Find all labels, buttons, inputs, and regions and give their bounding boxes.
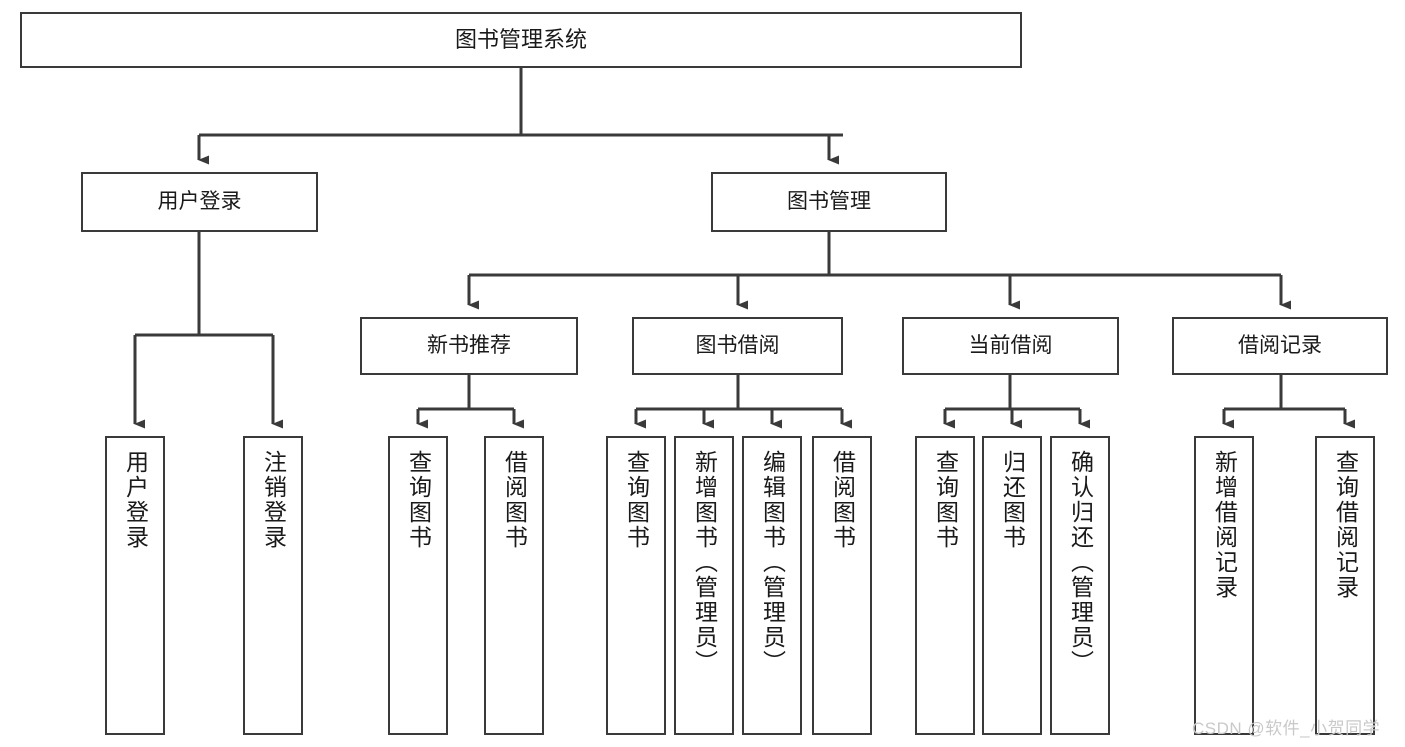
node-label: 借阅记录 [1238, 333, 1322, 357]
leaf-borrow-query-book[interactable]: 查询图书 [606, 436, 666, 735]
node-label: 注销登录 [260, 450, 287, 550]
node-label: 新增图书（管理员） [691, 450, 718, 675]
node-label: 图书借阅 [695, 333, 780, 357]
node-label: 查询图书 [623, 450, 650, 550]
leaf-record-query-record[interactable]: 查询借阅记录 [1315, 436, 1375, 735]
node-label: 借阅图书 [501, 450, 528, 550]
node-label: 查询图书 [932, 450, 959, 550]
leaf-recommend-borrow-book[interactable]: 借阅图书 [484, 436, 544, 735]
node-label: 新增借阅记录 [1211, 450, 1238, 600]
node-new-book-recommend[interactable]: 新书推荐 [360, 317, 578, 375]
node-label: 新书推荐 [427, 333, 511, 357]
leaf-current-return-book[interactable]: 归还图书 [982, 436, 1042, 735]
node-label: 图书管理系统 [454, 27, 587, 53]
leaf-current-confirm-return-admin[interactable]: 确认归还（管理员） [1050, 436, 1110, 735]
node-label: 查询图书 [405, 450, 432, 550]
leaf-user-login-signin[interactable]: 用户登录 [105, 436, 165, 735]
leaf-borrow-borrow-book[interactable]: 借阅图书 [812, 436, 872, 735]
node-label: 编辑图书（管理员） [759, 450, 786, 675]
node-root-system[interactable]: 图书管理系统 [20, 12, 1022, 68]
node-label: 用户登录 [157, 189, 242, 213]
leaf-current-query-book[interactable]: 查询图书 [915, 436, 975, 735]
node-book-management[interactable]: 图书管理 [711, 172, 947, 232]
node-current-borrow[interactable]: 当前借阅 [902, 317, 1119, 375]
node-label: 图书管理 [787, 189, 871, 213]
node-label: 用户登录 [122, 450, 149, 550]
node-label: 确认归还（管理员） [1067, 450, 1094, 675]
node-label: 查询借阅记录 [1332, 450, 1359, 600]
node-label: 归还图书 [999, 450, 1026, 550]
leaf-recommend-query-book[interactable]: 查询图书 [388, 436, 448, 735]
node-label: 借阅图书 [829, 450, 856, 550]
node-user-login[interactable]: 用户登录 [81, 172, 318, 232]
leaf-borrow-edit-book-admin[interactable]: 编辑图书（管理员） [742, 436, 802, 735]
node-borrow-record[interactable]: 借阅记录 [1172, 317, 1388, 375]
leaf-borrow-add-book-admin[interactable]: 新增图书（管理员） [674, 436, 734, 735]
leaf-user-login-signout[interactable]: 注销登录 [243, 436, 303, 735]
leaf-record-add-record[interactable]: 新增借阅记录 [1194, 436, 1254, 735]
node-book-borrow[interactable]: 图书借阅 [632, 317, 843, 375]
node-label: 当前借阅 [968, 333, 1053, 357]
